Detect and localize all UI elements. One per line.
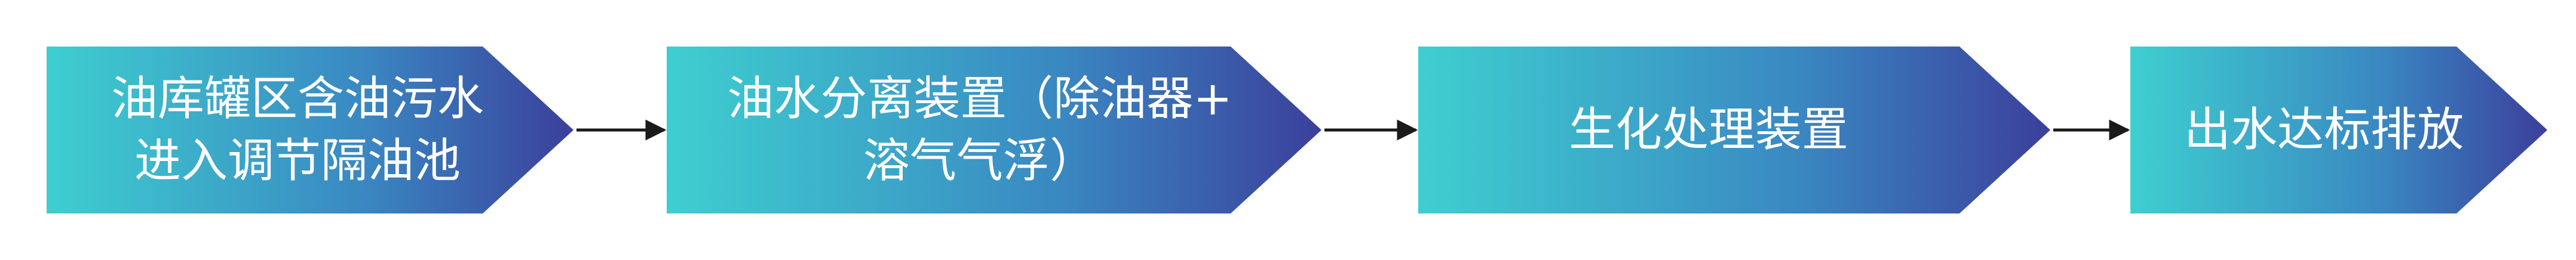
step-2-shape xyxy=(667,47,1321,213)
step-3-label: 生化处理装置 xyxy=(1568,103,1848,157)
step-1-shape xyxy=(47,47,574,213)
step-1-label: 油库罐区含油污水 进入调节隔油池 xyxy=(111,72,484,188)
step-4-label: 出水达标排放 xyxy=(2184,103,2464,157)
step-2-label: 油水分离装置（除油器+ 溶气气浮） xyxy=(727,72,1232,188)
step-3-shape xyxy=(1418,47,2050,213)
step-4-shape xyxy=(2130,47,2547,213)
